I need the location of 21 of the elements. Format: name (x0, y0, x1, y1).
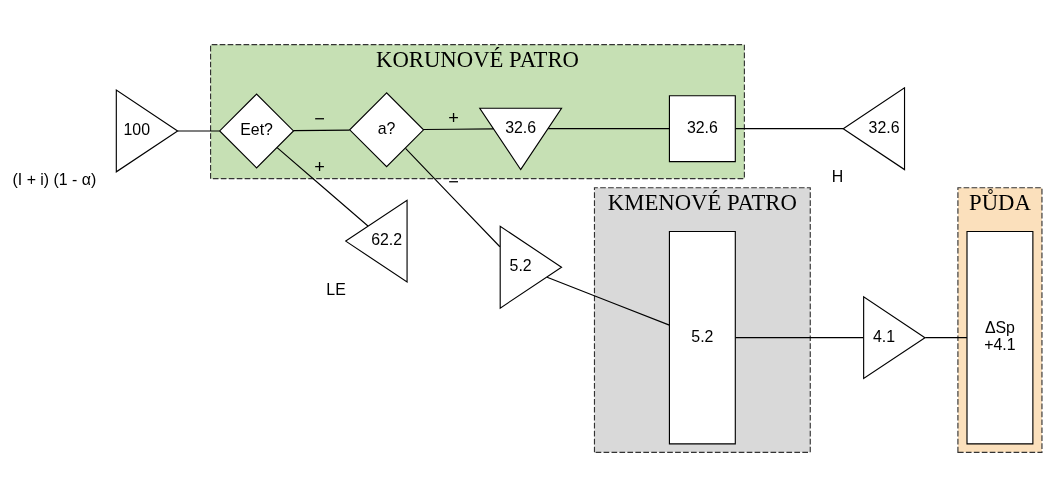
connector (924, 337, 968, 339)
edge-label: + (314, 156, 325, 177)
connector (276, 147, 369, 227)
connector (422, 128, 494, 131)
node-box: 32.6 (668, 95, 736, 163)
connector (735, 337, 864, 339)
edge-label: − (314, 109, 325, 130)
node-diamond: Eet? (218, 93, 295, 169)
connector (547, 128, 670, 130)
connector (404, 147, 501, 248)
connector (292, 129, 351, 132)
node-label: (I + i) (1 - α) (12, 170, 97, 188)
edge-label: + (448, 107, 459, 128)
node-label: H (831, 168, 844, 186)
connector (735, 128, 844, 130)
connector (546, 276, 670, 326)
node-label: LE (326, 280, 346, 298)
node-box: 5.2 (668, 230, 736, 445)
node-box: ΔSp +4.1 (966, 230, 1034, 445)
node-diamond: a? (348, 92, 425, 168)
connector (177, 130, 221, 132)
